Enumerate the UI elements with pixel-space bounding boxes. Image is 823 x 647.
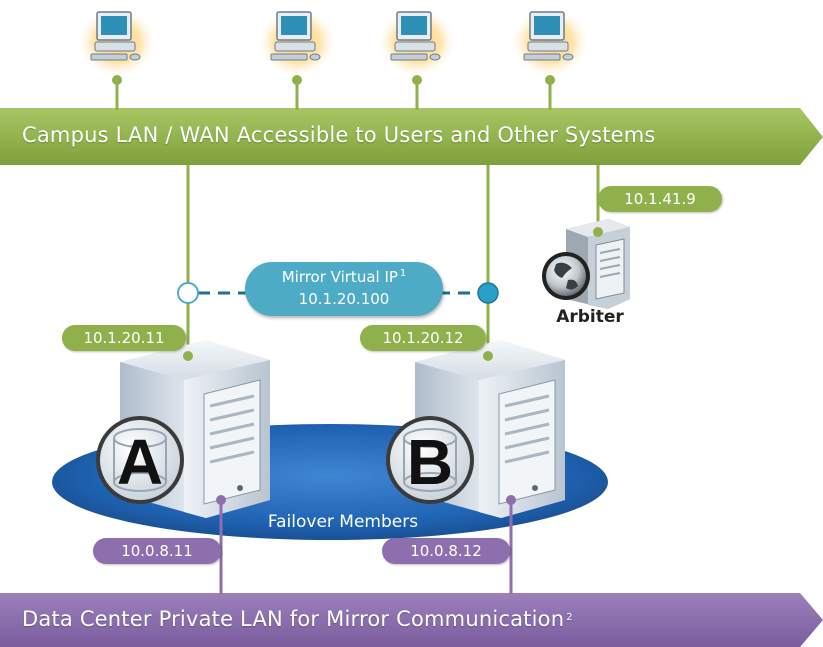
computer-icon bbox=[379, 8, 455, 76]
database-server-icon bbox=[96, 416, 184, 504]
workstation-links bbox=[115, 80, 552, 110]
workstation-link-dots bbox=[112, 75, 555, 85]
member-a-private-ip-badge: 10.0.8.11 bbox=[93, 538, 221, 564]
private-lan-label: Data Center Private LAN for Mirror Commu… bbox=[22, 607, 573, 631]
arbiter-label: Arbiter bbox=[556, 307, 624, 327]
failover-members-label: Failover Members bbox=[268, 512, 418, 532]
private-links bbox=[219, 500, 513, 594]
member-b-campus-ip-badge: 10.1.20.12 bbox=[360, 325, 486, 351]
arbiter-ip-badge: 10.1.41.9 bbox=[598, 186, 722, 212]
computer-icon bbox=[79, 8, 155, 76]
globe-server-icon bbox=[542, 252, 590, 300]
server-a bbox=[120, 340, 270, 518]
computer-icon bbox=[512, 8, 588, 76]
database-server-icon bbox=[386, 416, 474, 504]
computer-icon bbox=[259, 8, 335, 76]
member-a-campus-ip-badge: 10.1.20.11 bbox=[62, 325, 186, 351]
private-lan-banner bbox=[0, 593, 823, 647]
campus-lan-banner bbox=[0, 108, 823, 165]
member-letter-b: B bbox=[407, 426, 453, 498]
member-letter-a: A bbox=[117, 426, 163, 498]
campus-lan-label: Campus LAN / WAN Accessible to Users and… bbox=[22, 123, 656, 147]
member-b-private-ip-badge: 10.0.8.12 bbox=[382, 538, 510, 564]
mirror-vip-address: 10.1.20.100 bbox=[298, 290, 390, 308]
